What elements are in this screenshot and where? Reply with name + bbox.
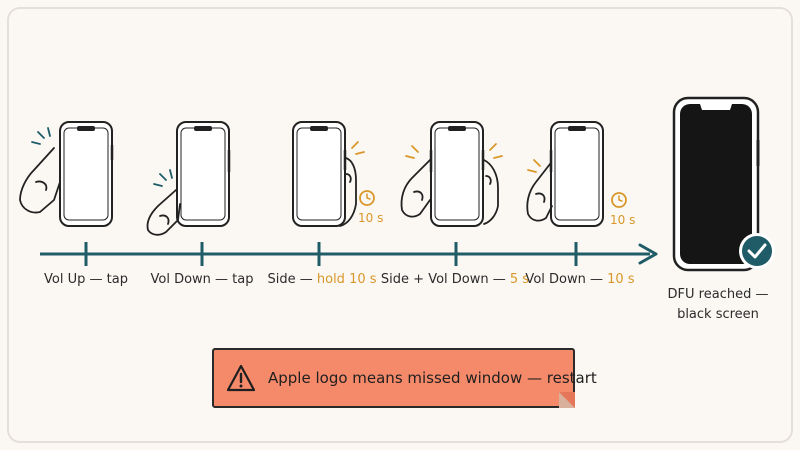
step-label: Side — hold 10 s: [267, 272, 376, 287]
press-motion-icon: [527, 159, 541, 173]
timeline-arrow: [638, 243, 658, 265]
step-duration: 10 s: [607, 272, 635, 287]
hand-icon: [146, 189, 181, 236]
phone-icon: [176, 121, 231, 227]
page-curl: [559, 392, 575, 408]
timer-label: 10 s: [358, 211, 384, 225]
hand-icon: [339, 157, 357, 227]
frame-border: [7, 7, 793, 443]
phone-icon: [292, 121, 347, 227]
phone-icon: [429, 121, 485, 227]
step-label: Side + Vol Down — 5 s: [381, 272, 529, 287]
hand-icon: [526, 163, 553, 222]
timer-label: 10 s: [610, 213, 636, 227]
phone-icon: [549, 121, 604, 227]
hand-icon: [483, 159, 499, 225]
press-motion-icon: [351, 141, 365, 155]
phone-icon: [59, 121, 114, 227]
final-step-label: DFU reached — black screen: [663, 285, 773, 325]
warning-banner: Apple logo means missed window — restart: [212, 348, 597, 408]
dfu-phone-icon: [672, 96, 760, 272]
warning-text: Apple logo means missed window — restart: [268, 369, 597, 387]
step-text: Side —: [267, 272, 317, 287]
step-text: Vol Down — tap: [150, 272, 254, 287]
warning-icon: [226, 364, 256, 392]
check-badge-icon: [739, 233, 775, 269]
clock-icon: [611, 192, 627, 208]
step-label: Vol Up — tap: [44, 272, 128, 287]
step-duration: hold 10 s: [316, 272, 377, 287]
step-duration: 5 s: [509, 272, 530, 287]
tap-motion-icon: [31, 127, 51, 145]
press-motion-icon: [405, 143, 503, 159]
step-text: Side + Vol Down —: [380, 272, 510, 287]
step-text: Vol Up — tap: [44, 272, 128, 287]
tap-motion-icon: [153, 169, 173, 187]
step-text: Vol Down —: [525, 272, 608, 287]
clock-icon: [359, 190, 375, 206]
final-step-line: DFU reached —: [667, 287, 769, 302]
hand-icon: [19, 147, 61, 214]
step-label: Vol Down — tap: [151, 272, 254, 287]
final-step-line: black screen: [677, 307, 759, 322]
step-label: Vol Down — 10 s: [525, 272, 634, 287]
hand-icon: [400, 159, 431, 218]
